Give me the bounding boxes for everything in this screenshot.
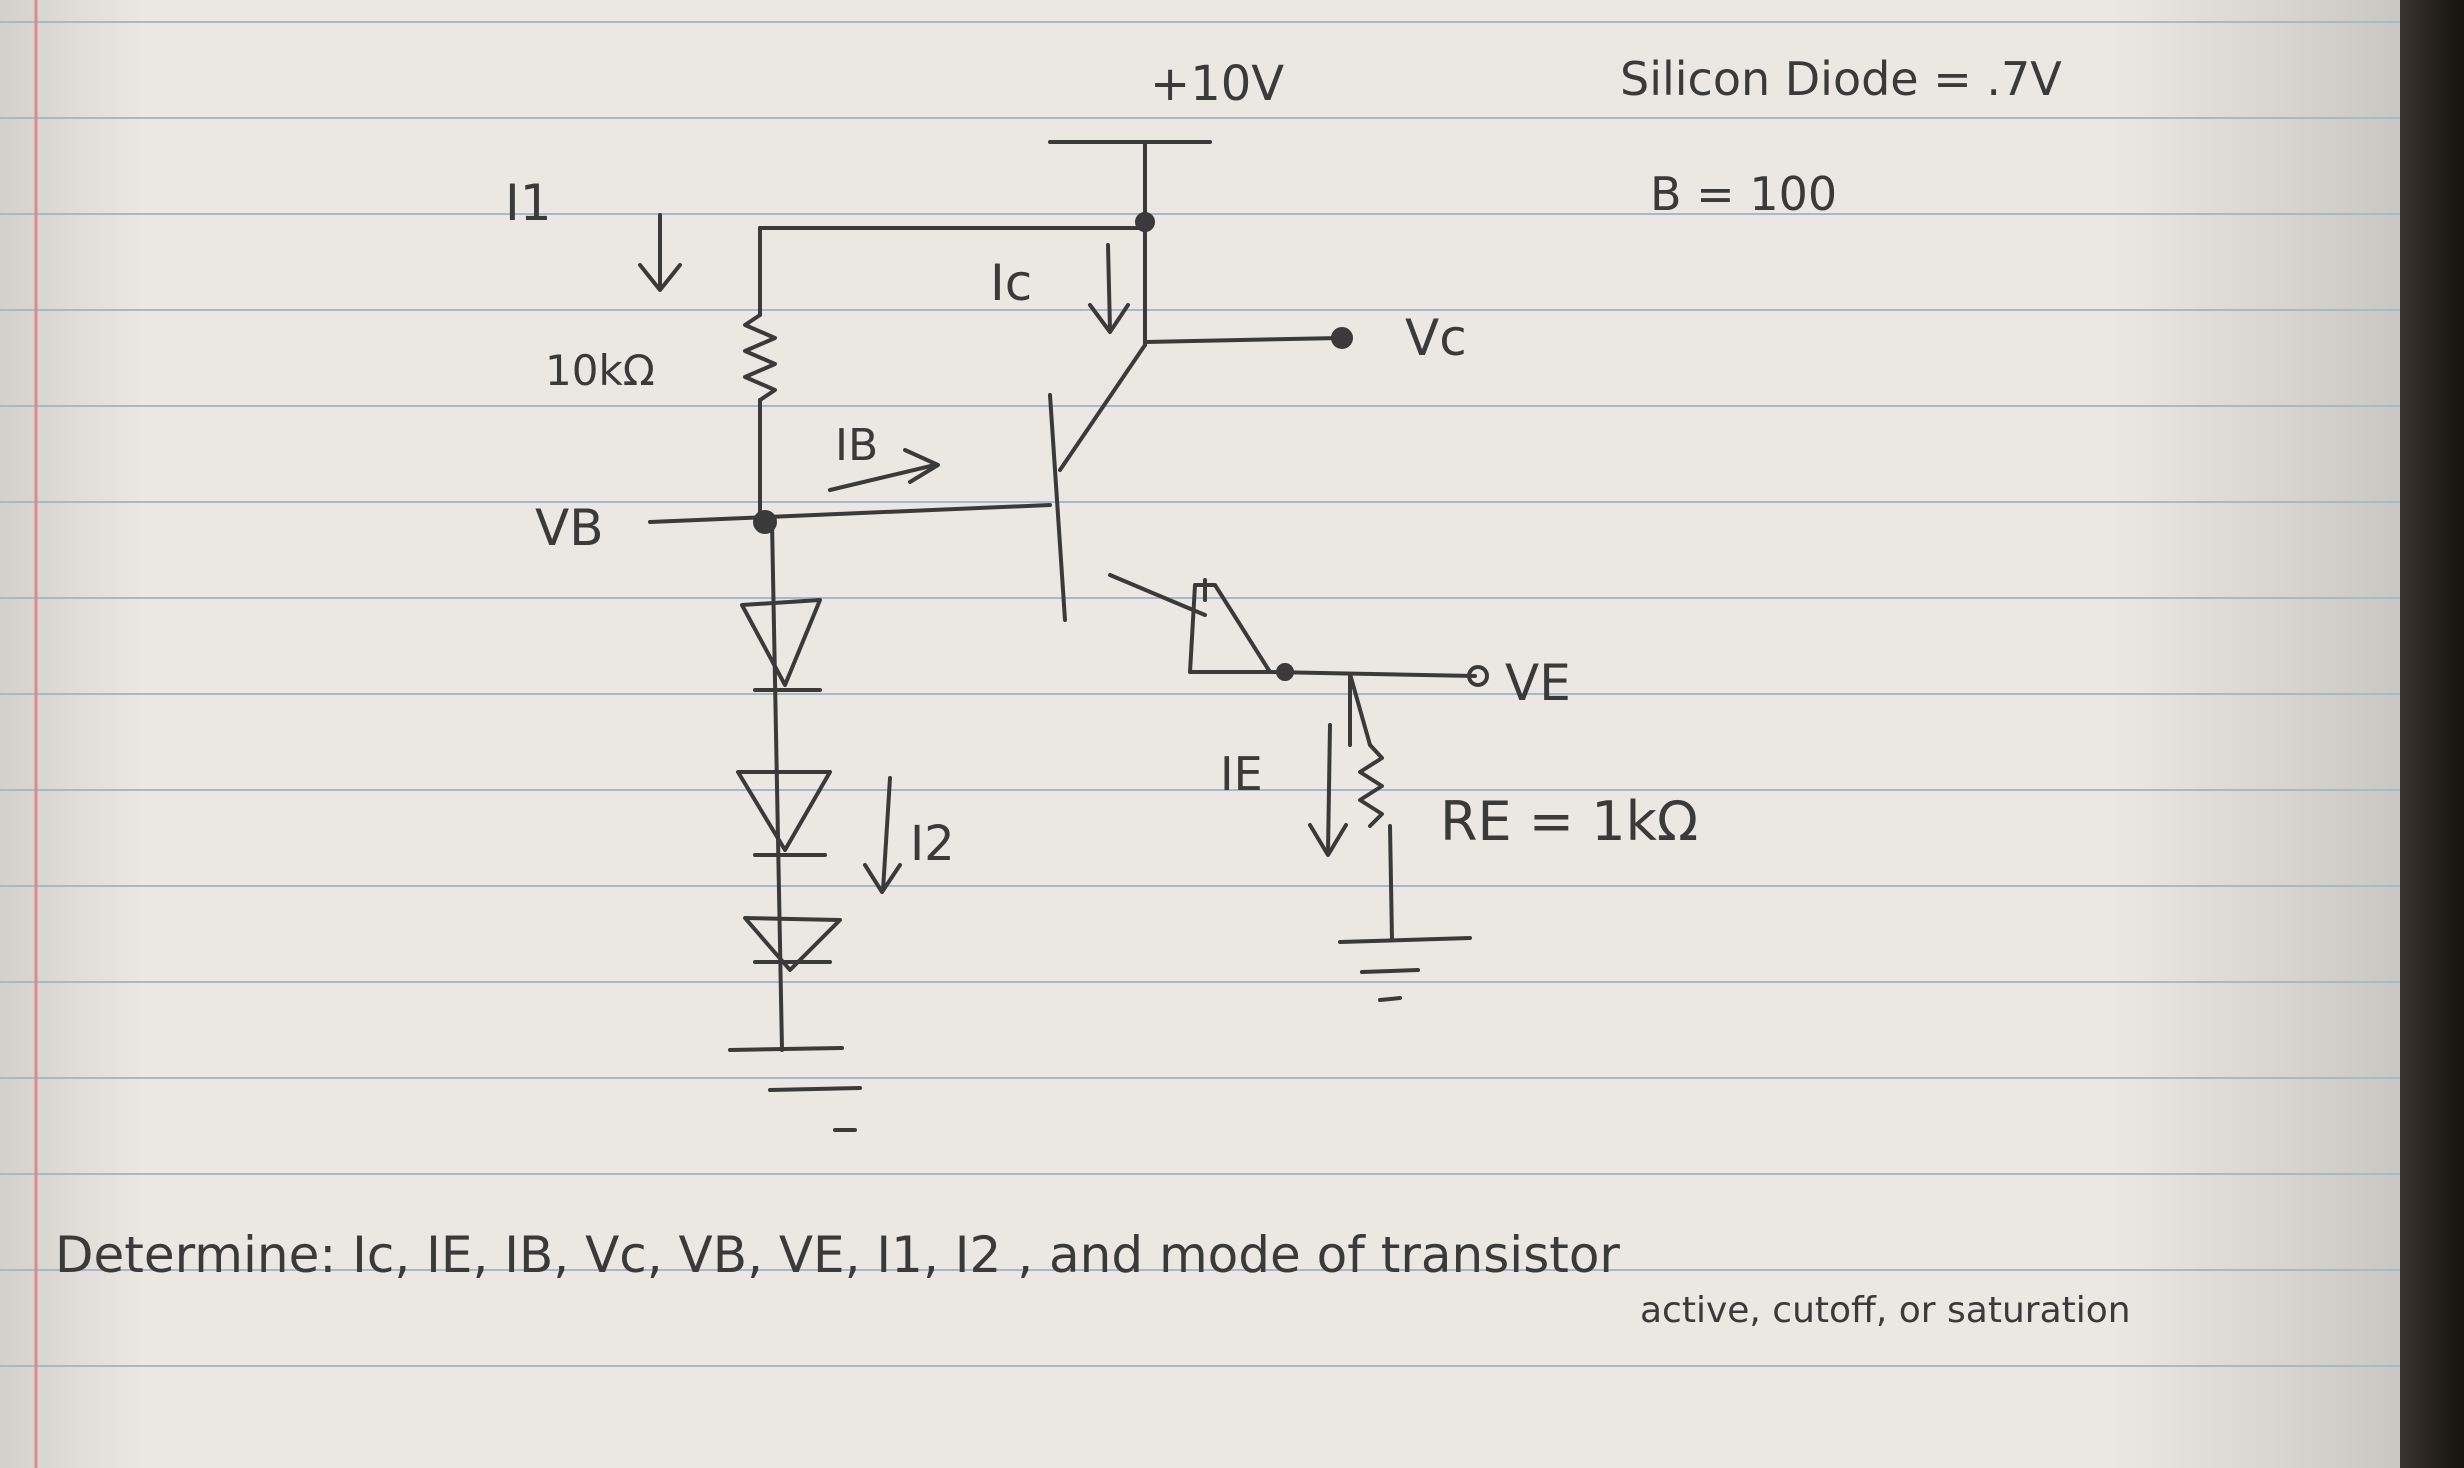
ruled-lines [0, 21, 2400, 1367]
vb-label: VB [535, 499, 604, 557]
transistor-collector [1058, 343, 1147, 472]
ib-label: IB [835, 420, 878, 471]
question-line-2: active, cutoff, or saturation [1640, 1290, 2131, 1331]
re-label: RE = 1kΩ [1440, 790, 1698, 853]
resistor-re [1358, 743, 1384, 828]
ground-re [1338, 936, 1472, 944]
notebook-page [0, 0, 2400, 1468]
supply-label: +10V [1150, 56, 1284, 112]
i2-label: I2 [910, 816, 955, 872]
ie-label: IE [1220, 747, 1263, 801]
vb-node [753, 510, 777, 534]
arrow-i2 [863, 776, 902, 894]
vc-terminal [1331, 327, 1353, 349]
ic-label: Ic [990, 254, 1032, 312]
vc-label: Vc [1405, 309, 1467, 367]
arrow-ib [828, 448, 940, 492]
beta-note: B = 100 [1650, 167, 1837, 221]
ve-node [1276, 663, 1294, 681]
ve-terminal [1467, 665, 1489, 687]
arrow-ie [1308, 723, 1348, 857]
diode-2 [736, 770, 832, 857]
diode-3 [743, 916, 842, 972]
transistor-emitter [1108, 573, 1207, 617]
resistor-10k [743, 313, 777, 402]
i1-label: I1 [505, 174, 552, 232]
collector-to-vc [1143, 336, 1342, 344]
ground-diodes [728, 1046, 844, 1052]
diode-note: Silicon Diode = .7V [1620, 52, 2062, 106]
transistor-base-bar [1048, 393, 1067, 622]
base-wire [648, 503, 1052, 524]
diode-1 [740, 598, 822, 692]
arrow-ic [1088, 243, 1130, 334]
emitter-wire [1268, 670, 1477, 678]
desk-edge [2400, 0, 2464, 1468]
arrow-i1 [638, 213, 682, 292]
resistor-top-label: 10kΩ [545, 346, 655, 395]
question-line-1: Determine: Ic, IE, IB, Vc, VB, VE, I1, I… [55, 1226, 1620, 1284]
ve-label: VE [1505, 654, 1571, 712]
